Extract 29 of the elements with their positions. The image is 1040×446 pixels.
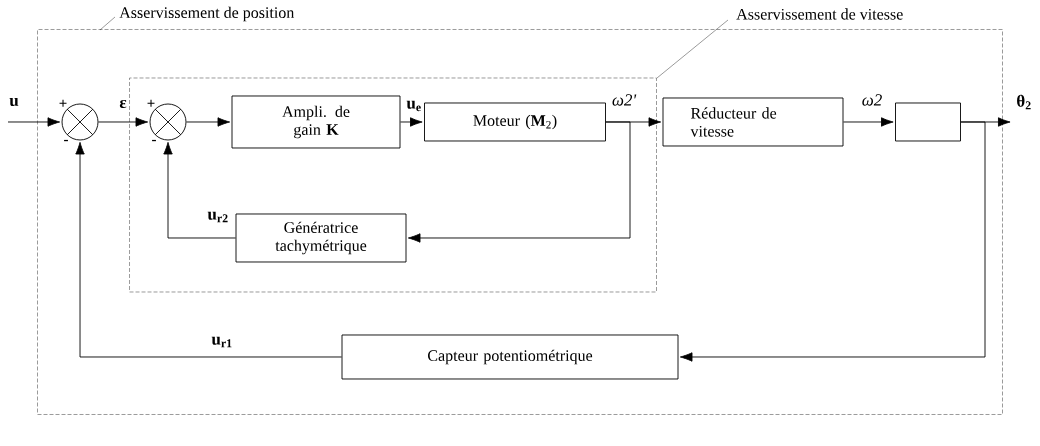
- signal-label: ω2': [612, 94, 637, 106]
- signal-label: u$_{r2}$: [207, 211, 228, 223]
- signal-label: u: [9, 98, 19, 106]
- arrow: [186, 117, 231, 127]
- signal-label: u$_{e}$: [406, 100, 421, 112]
- block-box: Capteur potentiométrique: [341, 334, 679, 380]
- arrow: [75, 141, 342, 358]
- arrow: [163, 141, 236, 239]
- signal-label: u$_{r1}$: [211, 336, 232, 348]
- sign-label: -: [152, 139, 156, 142]
- sign-label: +: [59, 99, 67, 107]
- arrow: [843, 117, 894, 127]
- arrow: [7, 117, 61, 127]
- node-label: Asservissement de position: [119, 6, 295, 22]
- block-box: Réducteur de vitesse: [662, 97, 844, 147]
- signal-label: ε: [119, 99, 127, 109]
- arrow: [400, 117, 423, 127]
- arrow: [679, 121, 986, 362]
- sign-label: -: [64, 139, 68, 142]
- arrow: [407, 121, 631, 243]
- sign-label: +: [147, 99, 155, 107]
- node-label: Asservissement de vitesse: [736, 8, 903, 20]
- signal-label: ω2: [862, 94, 882, 106]
- block-box: Moteur (M$_{2}$): [424, 102, 606, 142]
- signal-label: θ$_{2}$: [1017, 94, 1031, 110]
- block-box: Ampli. de gain K: [231, 95, 401, 149]
- arrow: [98, 117, 149, 127]
- block-box: Génératrice tachymétrique: [235, 213, 407, 263]
- block-box: [895, 102, 961, 142]
